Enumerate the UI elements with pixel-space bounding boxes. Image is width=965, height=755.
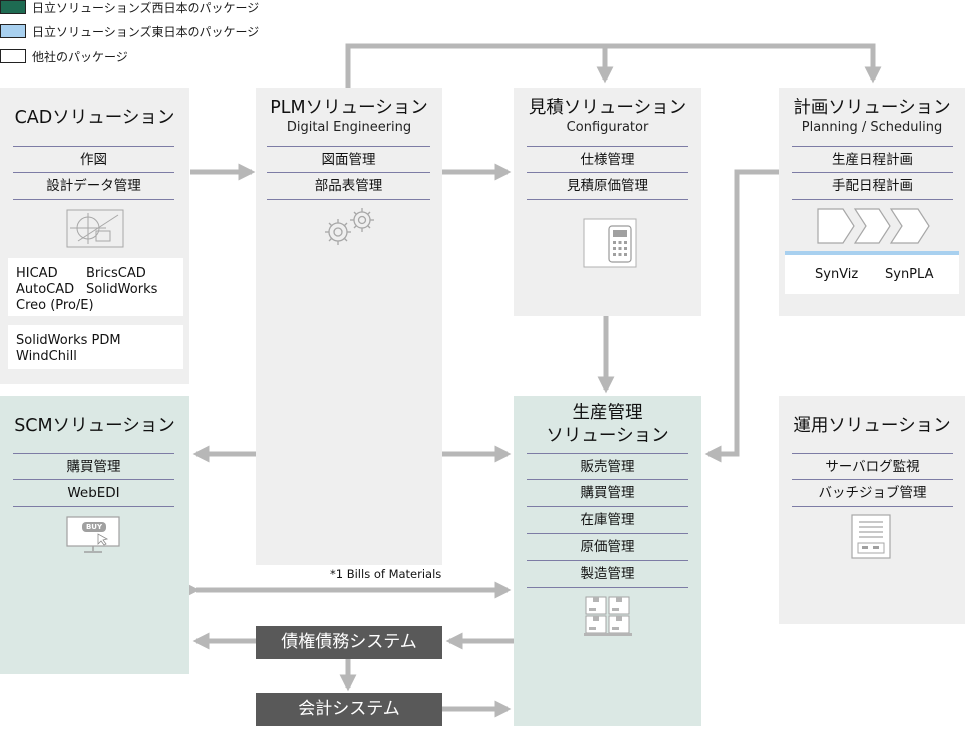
estimate-solution-box: 見積ソリューション Configurator 仕様管理 見積原価管理 [514,88,701,316]
scm-title: SCMソリューション [14,416,175,436]
product-autocad: AutoCAD [16,282,75,297]
receivables-payables-system-box: 債権債務システム [256,626,442,659]
plan-item-list: 生産日程計画 手配日程計画 [792,146,953,200]
scm-item-webedi: WebEDI [13,480,174,507]
cad-products-panel-2: SolidWorks PDM WindChill [8,325,183,369]
legend-item-other: 他社のパッケージ [0,47,128,65]
legend-label-west: 日立ソリューションズ西日本のパッケージ [32,0,260,15]
plm-solution-box: PLMソリューション Digital Engineering 図面管理 部品表管… [256,88,442,565]
legend-item-west: 日立ソリューションズ西日本のパッケージ [0,0,259,16]
estimate-subtitle: Configurator [566,120,649,135]
server-document-icon [851,514,891,559]
process-chevrons-icon [817,208,930,244]
ops-solution-box: 運用ソリューション サーバログ監視 バッチジョブ管理 [779,396,965,624]
production-item-inventory: 在庫管理 [527,507,688,534]
cad-solution-box: CADソリューション 作図 設計データ管理 HICAD AutoCAD Creo… [0,88,189,384]
plm-title: PLMソリューション [270,98,428,118]
ops-title: 運用ソリューション [793,416,951,436]
boxes-icon [584,596,632,636]
product-synviz: SynViz [815,267,859,282]
production-title-line1: 生産管理 [572,403,643,423]
buy-monitor-icon: BUY [66,516,122,556]
plm-item-drawing-mgmt: 図面管理 [267,146,430,173]
legend-swatch-west [0,0,26,14]
ops-item-batch-job: バッチジョブ管理 [792,480,953,507]
production-item-cost: 原価管理 [527,534,688,561]
production-item-manufacturing: 製造管理 [527,561,688,588]
production-item-list: 販売管理 購買管理 在庫管理 原価管理 製造管理 [527,453,688,588]
legend-item-east: 日立ソリューションズ東日本のパッケージ [0,22,259,40]
product-solidworks: SolidWorks [86,282,158,297]
cad-item-design-data: 設計データ管理 [13,173,174,200]
cad-item-drafting: 作図 [13,146,174,173]
product-bricscad: BricsCAD [86,266,146,281]
product-synpla: SynPLA [885,267,934,282]
plan-title: 計画ソリューション [793,98,951,118]
gears-icon [325,208,374,245]
cad-products-panel-1: HICAD AutoCAD Creo (Pro/E) BricsCAD Soli… [8,258,183,316]
arrow-plm-to-top [345,43,882,88]
plm-item-list: 図面管理 部品表管理 [267,146,430,200]
scm-item-purchasing: 購買管理 [13,453,174,480]
cad-title: CADソリューション [14,108,175,128]
plm-subtitle: Digital Engineering [286,120,412,135]
bom-note: *1 Bills of Materials [330,567,442,581]
estimate-item-cost-mgmt: 見積原価管理 [527,173,688,200]
estimate-item-list: 仕様管理 見積原価管理 [527,146,688,200]
legend-label-east: 日立ソリューションズ東日本のパッケージ [32,24,260,39]
buy-label: BUY [85,523,103,531]
plan-item-procurement-schedule: 手配日程計画 [792,173,953,200]
arrow-plan-to-production [704,169,779,463]
accounting-system-box: 会計システム [256,693,442,726]
legend-swatch-east [0,24,26,38]
legend-label-other: 他社のパッケージ [32,49,128,64]
production-title-line2: ソリューション [546,426,669,446]
production-item-purchasing: 購買管理 [527,480,688,507]
accounting-label: 会計システム [298,699,400,719]
estimate-item-spec-mgmt: 仕様管理 [527,146,688,173]
production-solution-box: 生産管理 ソリューション 販売管理 購買管理 在庫管理 原価管理 製造管理 [514,396,701,726]
plm-item-bom-mgmt: 部品表管理 [267,173,430,200]
scm-solution-box: SCMソリューション 購買管理 WebEDI BUY [0,396,189,674]
receivables-payables-label: 債権債務システム [281,632,417,652]
estimate-title: 見積ソリューション [528,98,687,118]
plan-subtitle: Planning / Scheduling [801,120,943,135]
product-hicad: HICAD [16,266,58,281]
cad-drawing-icon [66,209,124,248]
cad-item-list: 作図 設計データ管理 [13,146,174,200]
legend-swatch-other [0,49,26,63]
calculator-icon [583,218,637,268]
product-solidworks-pdm: SolidWorks PDM [16,333,121,348]
ops-item-list: サーバログ監視 バッチジョブ管理 [792,453,953,507]
plan-item-production-schedule: 生産日程計画 [792,146,953,173]
plan-solution-box: 計画ソリューション Planning / Scheduling 生産日程計画 手… [779,88,965,316]
product-creo: Creo (Pro/E) [16,298,94,313]
plan-products-panel: SynViz SynPLA [785,251,959,294]
production-item-sales: 販売管理 [527,453,688,480]
product-windchill: WindChill [16,349,77,364]
scm-item-list: 購買管理 WebEDI [13,453,174,507]
ops-item-server-log: サーバログ監視 [792,453,953,480]
